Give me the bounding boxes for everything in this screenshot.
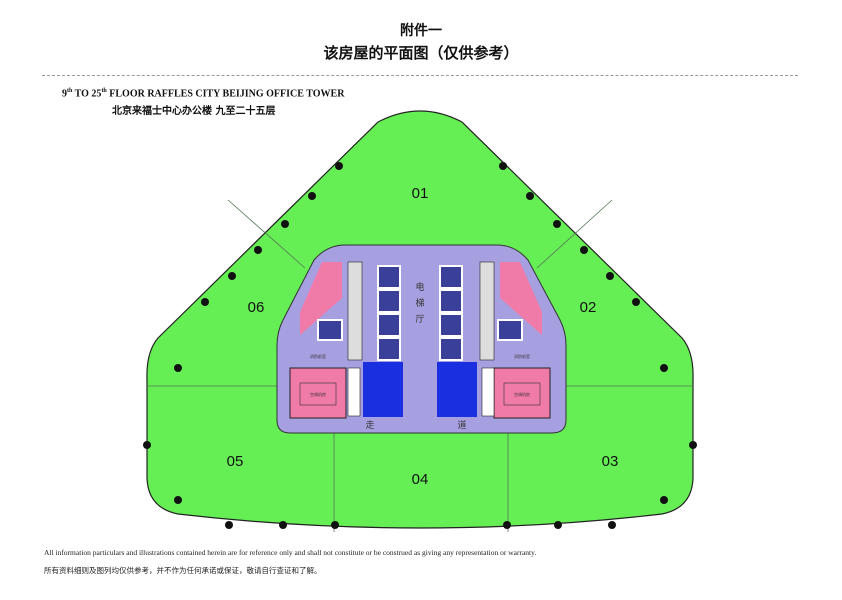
lift-lobby-label-3: 厅 bbox=[415, 314, 424, 325]
lift-lobby-label-1: 电 bbox=[415, 281, 424, 293]
unit-05-label: 05 bbox=[227, 453, 244, 470]
ac-room-label-right: 空调机房 bbox=[514, 391, 530, 397]
fire-lobby-label-left: 消防前室 bbox=[310, 353, 326, 359]
structural-columns bbox=[143, 162, 697, 529]
unit-06-label: 06 bbox=[248, 299, 265, 316]
fire-lobby-label-right: 消防前室 bbox=[514, 353, 530, 359]
plan-heading-chinese: 北京来福士中心办公楼 九至二十五层 bbox=[112, 106, 276, 117]
divider bbox=[42, 75, 798, 76]
unit-03-label: 03 bbox=[602, 453, 619, 470]
unit-01-label: 01 bbox=[412, 185, 429, 202]
corridor-label-2: 道 bbox=[457, 419, 466, 431]
disclaimer-english: All information particulars and illustra… bbox=[44, 548, 537, 557]
lift-lobby-label-2: 梯 bbox=[415, 297, 424, 309]
core: 电 梯 厅 走 道 空调机房 空调机房 消防前室 消防前室 bbox=[276, 244, 567, 434]
disclaimer-chinese: 所有资料细则及图列均仅供参考，并不作为任何承诺或保证，敬请自行查证和了解。 bbox=[44, 566, 322, 575]
unit-04-label: 04 bbox=[412, 471, 429, 488]
corridor-label-1: 走 bbox=[365, 420, 374, 431]
unit-dividers bbox=[147, 199, 693, 532]
ac-room-label-left: 空调机房 bbox=[310, 391, 326, 397]
document-title: 该房屋的平面图（仅供参考） bbox=[323, 44, 519, 62]
unit-02-label: 02 bbox=[580, 299, 597, 316]
plan-heading-english: 9th TO 25th FLOOR RAFFLES CITY BEIJING O… bbox=[62, 88, 345, 100]
attachment-label: 附件一 bbox=[400, 23, 442, 39]
